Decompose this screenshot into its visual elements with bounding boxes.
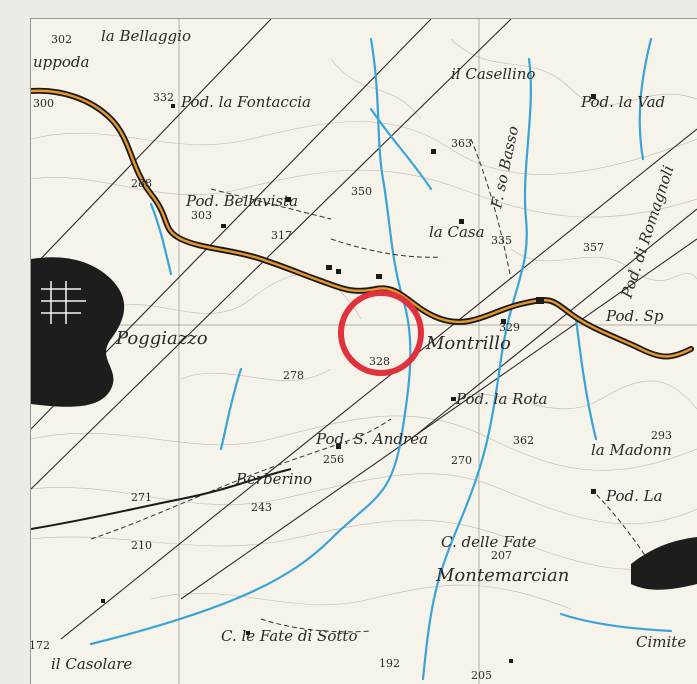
elevation-label: 271 [131, 491, 152, 504]
elevation-label: 205 [471, 669, 492, 682]
elevation-label: 207 [491, 549, 512, 562]
elevation-label: 335 [491, 234, 512, 247]
label-montrillo: Montrillo [425, 333, 511, 354]
map-canvas[interactable]: uppoda la Bellaggio Pod. la Fontaccia il… [31, 19, 697, 684]
label-cimitero: Cimite [636, 633, 686, 651]
label-la-vad: Pod. la Vad [580, 93, 665, 111]
label-s-andrea: Pod. S. Andrea [315, 430, 428, 448]
label-poggiazzo: Poggiazzo [115, 328, 208, 349]
label-casellino: il Casellino [451, 65, 535, 83]
rivers [89, 37, 673, 681]
elevation-label: 302 [51, 33, 72, 46]
label-pod-la: Pod. La [605, 487, 663, 505]
elevation-label: 278 [283, 369, 304, 382]
place-labels: uppoda la Bellaggio Pod. la Fontaccia il… [33, 27, 686, 673]
topographic-map[interactable]: uppoda la Bellaggio Pod. la Fontaccia il… [31, 19, 697, 684]
label-casolare: il Casolare [51, 655, 132, 673]
river-small-nw [149, 202, 173, 276]
river-small-west [219, 367, 243, 451]
main-road [31, 87, 694, 360]
elevation-label: 329 [499, 321, 520, 334]
top-edge-strip [30, 0, 697, 19]
label-bellavista: Pod. Bellavista [185, 192, 298, 210]
elevation-label: 288 [131, 177, 152, 190]
elevation-label: 362 [513, 434, 534, 447]
label-la-madonna: la Madonn [591, 441, 672, 459]
elevation-label: 243 [251, 501, 272, 514]
elevation-label: 300 [33, 97, 54, 110]
elevation-label: 350 [351, 185, 372, 198]
dark-blobs [31, 257, 697, 590]
river-small-s [559, 612, 673, 633]
elevation-label: 192 [379, 657, 400, 670]
elevation-label: 317 [271, 229, 292, 242]
elevation-label: 357 [583, 241, 604, 254]
river-small-se [574, 317, 598, 441]
label-berberino: Berberino [235, 470, 312, 488]
label-fate-sotto: C. le Fate di Sotto [221, 627, 358, 645]
elevation-label: 210 [131, 539, 152, 552]
label-delle-fate: C. delle Fate [441, 533, 537, 551]
contour-lines [31, 38, 697, 610]
elevation-label: 256 [323, 453, 344, 466]
grid-lines [31, 19, 697, 684]
building-dots [101, 94, 596, 663]
label-la-rota: Pod. la Rota [455, 390, 547, 408]
label-montemarciano: Montemarcian [435, 565, 569, 586]
location-marker[interactable] [338, 290, 424, 376]
elevation-label: 363 [451, 137, 472, 150]
label-bellaggio: la Bellaggio [101, 27, 191, 45]
trails [90, 138, 662, 633]
secondary-road [31, 468, 292, 530]
river-east [421, 57, 532, 681]
label-cuppoda: uppoda [33, 53, 89, 71]
river-small-ne [638, 37, 653, 161]
label-la-casa: la Casa [429, 223, 485, 241]
elevation-label: 303 [191, 209, 212, 222]
elevation-labels: 302 300 332 288 303 317 350 335 357 329 278 328 363 3… [31, 33, 672, 682]
label-pod-sp: Pod. Sp [605, 307, 664, 325]
river-branch [369, 107, 433, 191]
elevation-label: 328 [369, 355, 390, 368]
label-fontaccia: Pod. la Fontaccia [180, 93, 311, 111]
left-edge-strip [0, 0, 31, 684]
elevation-label: 172 [31, 639, 50, 652]
label-fosso: F. so Basso [487, 124, 522, 210]
elevation-label: 293 [651, 429, 672, 442]
river-main [89, 37, 412, 646]
elevation-label: 332 [153, 91, 174, 104]
elevation-label: 270 [451, 454, 472, 467]
blob-hatching [41, 281, 86, 324]
